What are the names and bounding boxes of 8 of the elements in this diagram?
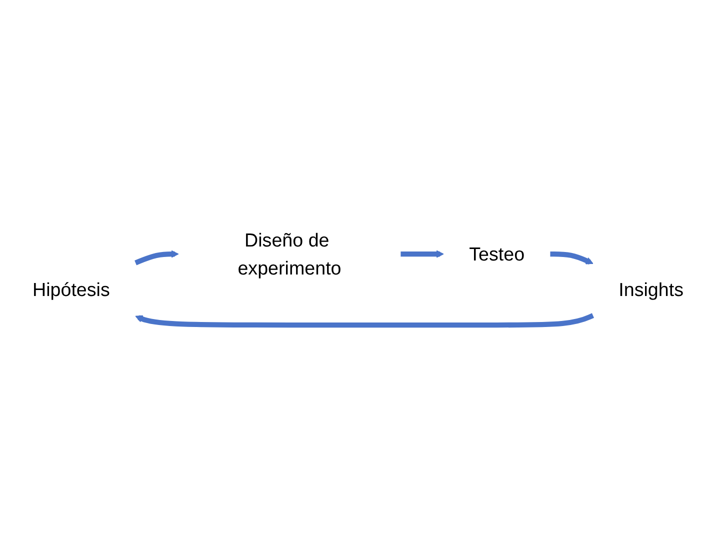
arrow: [135, 313, 594, 328]
arrow: [134, 250, 179, 266]
node-text: Hipótesis: [32, 278, 110, 300]
node-text: Insights: [618, 278, 684, 300]
node-text: Diseño de experimento: [238, 229, 342, 279]
arrow: [550, 251, 594, 265]
node-text: Testeo: [469, 243, 525, 265]
arrow: [400, 250, 444, 258]
